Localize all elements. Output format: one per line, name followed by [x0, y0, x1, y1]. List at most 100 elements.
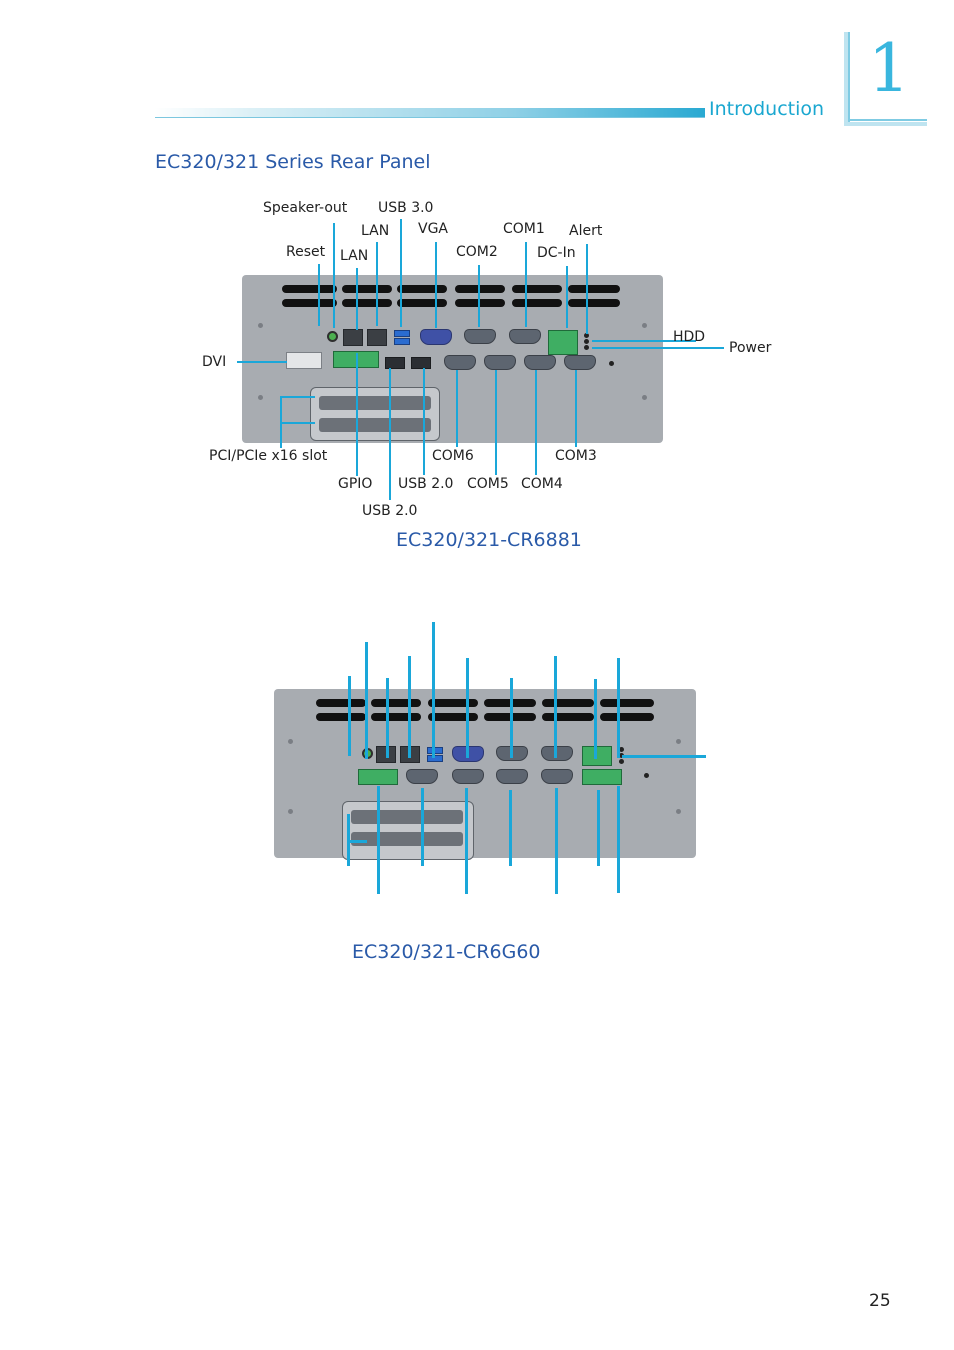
callout-line	[408, 656, 411, 758]
screw	[676, 739, 681, 744]
pci-slot-opening	[319, 418, 431, 432]
label-pci-slot: PCI/PCIe x16 slot	[209, 448, 328, 464]
label-usb30: USB 3.0	[378, 200, 434, 216]
hdd-led	[584, 339, 589, 344]
callout-line	[318, 264, 320, 326]
vent-slot	[542, 699, 594, 707]
vent-slot	[428, 699, 478, 707]
chapter-number: 1	[868, 30, 910, 107]
callout-line	[525, 242, 527, 327]
chapter-frame-bottom	[844, 122, 927, 126]
figure-caption-cr6881: EC320/321-CR6881	[396, 529, 582, 551]
vent-slot	[568, 285, 620, 293]
callout-line	[510, 678, 513, 758]
screw	[258, 323, 263, 328]
vent-slot	[600, 713, 654, 721]
label-com5: COM5	[467, 476, 509, 492]
callout-line	[356, 353, 358, 476]
com-port	[452, 769, 484, 784]
pci-slot-opening	[319, 396, 431, 410]
chapter-frame-left-inner	[848, 32, 850, 122]
indicator-dot	[609, 361, 614, 366]
com-port	[496, 769, 528, 784]
label-com1: COM1	[503, 221, 545, 237]
pci-slot-bracket	[310, 387, 440, 441]
vent-slot	[316, 713, 366, 721]
callout-line	[594, 679, 597, 759]
callout-line	[466, 658, 469, 758]
label-com3: COM3	[555, 448, 597, 464]
callout-line	[423, 368, 425, 475]
rear-panel-image	[274, 689, 696, 860]
callout-line	[376, 242, 378, 326]
callout-line	[509, 790, 512, 866]
com4-port	[524, 355, 556, 370]
label-usb20-right: USB 2.0	[398, 476, 454, 492]
chapter-frame-left	[844, 32, 848, 126]
label-dvi: DVI	[202, 354, 227, 370]
vent-slot	[371, 699, 421, 707]
callout-line	[280, 396, 282, 448]
status-led	[619, 759, 624, 764]
callout-line	[280, 396, 315, 398]
vent-slot	[455, 299, 505, 307]
callout-line	[495, 370, 497, 475]
rear-panel-image	[242, 275, 663, 443]
label-com4: COM4	[521, 476, 563, 492]
callout-line	[465, 788, 468, 894]
vent-slot	[342, 299, 392, 307]
speaker-out-jack	[327, 331, 338, 342]
label-hdd: HDD	[673, 329, 706, 345]
vent-slot	[371, 713, 421, 721]
dvi-port	[286, 352, 322, 369]
vent-slot	[397, 299, 447, 307]
usb3-port	[394, 330, 410, 337]
usb2-port	[411, 357, 431, 369]
vent-slot	[455, 285, 505, 293]
vent-slot	[282, 299, 337, 307]
vent-slot	[342, 285, 392, 293]
callout-line	[400, 219, 402, 327]
screw	[288, 809, 293, 814]
callout-line	[365, 642, 368, 759]
lan-port	[367, 329, 387, 346]
figure-caption-cr6g60: EC320/321-CR6G60	[352, 941, 541, 963]
screw	[642, 395, 647, 400]
dc-in-terminal	[582, 746, 612, 766]
callout-line	[597, 790, 600, 866]
com-port	[406, 769, 438, 784]
callout-line	[237, 361, 287, 363]
callout-line	[333, 223, 335, 328]
com5-port	[484, 355, 516, 370]
com6-port	[444, 355, 476, 370]
dc-in-terminal	[548, 330, 578, 355]
vent-slot	[428, 713, 478, 721]
vent-slot	[600, 699, 654, 707]
pci-slot-opening	[351, 810, 463, 824]
com1-port	[509, 329, 541, 344]
vent-slot	[397, 285, 447, 293]
callout-line	[478, 265, 480, 327]
label-lan-top: LAN	[361, 223, 390, 239]
screw	[258, 395, 263, 400]
screw	[676, 809, 681, 814]
chapter-frame-bottom-inner	[850, 119, 927, 121]
vent-slot	[512, 299, 562, 307]
label-speaker-out: Speaker-out	[263, 200, 348, 216]
indicator-dot	[644, 773, 649, 778]
label-dc-in: DC-In	[537, 245, 576, 261]
label-power: Power	[729, 340, 772, 356]
pci-slot-opening	[351, 832, 463, 846]
vent-slot	[512, 285, 562, 293]
callout-line	[555, 788, 558, 894]
usb3-port	[427, 755, 443, 762]
usb2-port	[385, 357, 405, 369]
callout-line	[456, 370, 458, 447]
callout-line	[617, 786, 620, 893]
callout-line	[356, 268, 358, 330]
com2-port	[464, 329, 496, 344]
callout-line	[389, 368, 391, 500]
callout-line	[586, 244, 588, 334]
power-led	[584, 345, 589, 350]
label-usb20-bottom: USB 2.0	[362, 503, 418, 519]
